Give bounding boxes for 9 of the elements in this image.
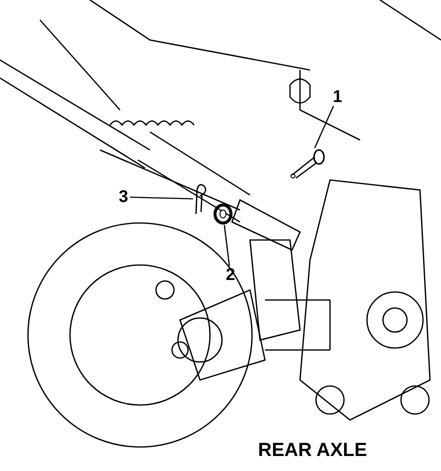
clevis-pin-drawing bbox=[290, 148, 326, 178]
callout-number: 1 bbox=[331, 88, 344, 106]
leader-line bbox=[130, 196, 194, 200]
leader-line bbox=[224, 224, 230, 266]
axle-caption: REAR AXLE bbox=[258, 440, 368, 461]
callout-number: 3 bbox=[117, 188, 130, 206]
washer-drawing bbox=[213, 203, 233, 225]
cotter-pin-drawing bbox=[193, 182, 209, 216]
leader-line bbox=[314, 106, 334, 148]
